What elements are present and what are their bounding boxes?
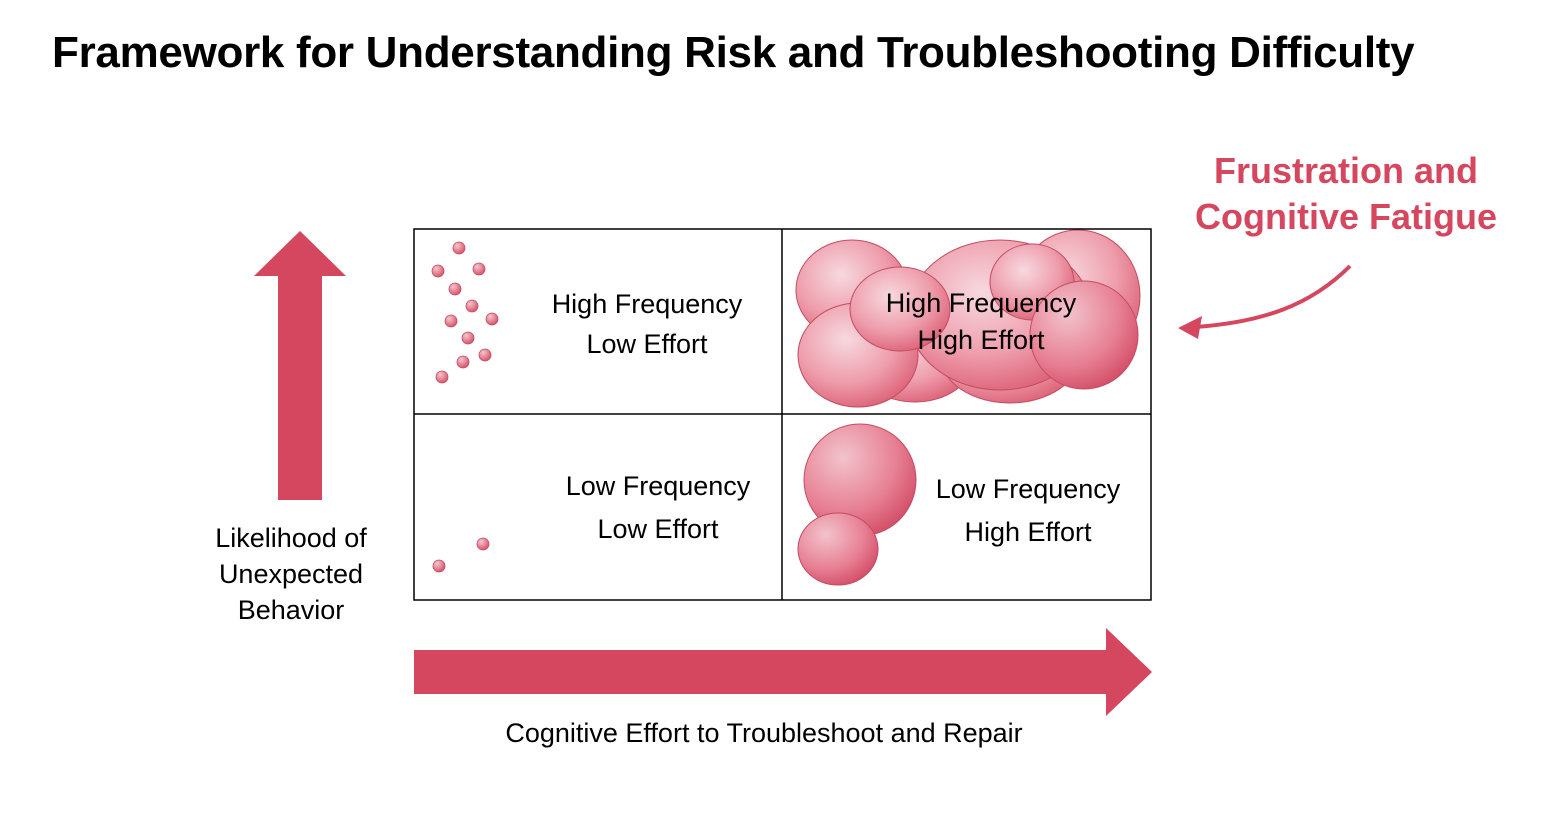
frustration-callout: Frustration and Cognitive Fatigue	[1176, 148, 1516, 240]
quadrant-bottom-right-label: Low Frequency High Effort	[906, 468, 1150, 554]
y-axis-line-1: Likelihood of	[215, 523, 367, 553]
low-effort-low-frequency-dots	[432, 537, 490, 573]
quadrant-bottom-left-label: Low Frequency Low Effort	[536, 465, 780, 551]
low-effort-high-frequency-dots	[431, 241, 499, 384]
callout-arrowhead-icon	[1178, 316, 1202, 339]
top-right-line-1: High Frequency	[885, 288, 1077, 318]
y-axis-line-3: Behavior	[237, 595, 345, 625]
quadrant-top-left-label: High Frequency Low Effort	[524, 284, 770, 364]
bottom-right-line-2: High Effort	[964, 517, 1092, 547]
quadrant-grid	[413, 228, 1152, 601]
x-axis-label: Cognitive Effort to Troubleshoot and Rep…	[505, 718, 1023, 748]
bottom-right-line-1: Low Frequency	[935, 474, 1121, 504]
high-effort-low-frequency-bubbles	[797, 423, 917, 586]
top-left-line-1: High Frequency	[551, 289, 743, 319]
horizontal-arrow	[414, 628, 1152, 716]
quadrant-top-right-label: High Frequency High Effort	[858, 285, 1104, 359]
vertical-arrow	[254, 231, 346, 500]
page-title: Framework for Understanding Risk and Tro…	[52, 28, 1415, 77]
y-axis-label: Likelihood of Unexpected Behavior	[186, 520, 396, 628]
top-left-line-2: Low Effort	[586, 329, 708, 359]
bottom-left-line-2: Low Effort	[597, 514, 719, 544]
callout-line-1: Frustration and	[1213, 150, 1478, 191]
high-effort-high-frequency-bubbles	[795, 229, 1141, 408]
y-axis-line-2: Unexpected	[218, 559, 364, 589]
callout-line-2: Cognitive Fatigue	[1194, 196, 1497, 237]
bottom-left-line-1: Low Frequency	[565, 471, 751, 501]
callout-curved-arrow	[1195, 264, 1352, 329]
top-right-line-2: High Effort	[917, 325, 1045, 355]
